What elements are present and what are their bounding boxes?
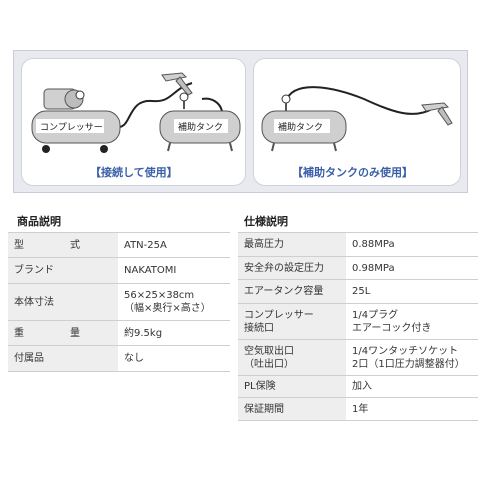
dimension-value: 56×25×38cm (124, 290, 195, 301)
table-row: 重 量 約9.5kg (8, 320, 230, 346)
row-value: 約9.5kg (118, 320, 230, 346)
table-row: 付属品 なし (8, 345, 230, 372)
dimension-note: （幅×奥行×高さ） (124, 303, 211, 314)
tank-only-illustration: 補助タンク (261, 86, 453, 152)
wheel-icon (42, 145, 50, 153)
table-row: エアータンク容量 25L (238, 279, 478, 304)
product-section-title: 商品説明 (17, 215, 61, 228)
table-row: 本体寸法 56×25×38cm （幅×奥行×高さ） (8, 283, 230, 321)
row-value: 25L (346, 279, 478, 304)
wheel-icon (100, 145, 108, 153)
row-key: 安全弁の設定圧力 (238, 256, 346, 280)
label-bg (274, 119, 330, 133)
row-key: 最高圧力 (238, 232, 346, 257)
caption-tank-only: 【補助タンクのみ使用】 (292, 166, 413, 179)
row-value: 1/4ワンタッチソケット 2口（1口圧力調整器付） (346, 339, 478, 376)
panel-tank-only: 補助タンク 【補助タンクのみ使用】 (253, 58, 461, 186)
row-value: なし (118, 345, 230, 372)
table-row: 型 式 ATN-25A (8, 232, 230, 258)
row-value: ATN-25A (118, 232, 230, 258)
row-key: エアータンク容量 (238, 279, 346, 304)
row-value: 1年 (346, 397, 478, 421)
row-key: ブランド (8, 257, 118, 284)
aux-tank-label: 補助タンク (178, 121, 223, 133)
row-key: 保証期間 (238, 397, 346, 421)
gauge-icon (281, 94, 291, 104)
aux-tank-label: 補助タンク (278, 121, 323, 133)
row-key: 型 式 (8, 232, 118, 258)
table-row: 安全弁の設定圧力 0.98MPa (238, 256, 478, 280)
row-key: 重 量 (8, 320, 118, 346)
table-row: ブランド NAKATOMI (8, 257, 230, 284)
tank-leg (229, 142, 233, 152)
air-gun-icon (421, 102, 450, 112)
row-key: 空気取出口 （吐出口） (238, 339, 346, 376)
tank-leg (271, 142, 275, 152)
air-gun-grip (175, 76, 193, 96)
hose-line (285, 86, 433, 115)
table-row: 空気取出口 （吐出口） 1/4ワンタッチソケット 2口（1口圧力調整器付） (238, 339, 478, 376)
table-row: 最高圧力 0.88MPa (238, 232, 478, 257)
row-key: 付属品 (8, 345, 118, 372)
tank-leg (167, 142, 171, 152)
gauge-icon (179, 92, 189, 102)
gauge-icon (75, 90, 85, 100)
compressor-label: コンプレッサー (40, 122, 103, 133)
tank-leg (333, 142, 337, 152)
table-row: 保証期間 1年 (238, 397, 478, 421)
hose-line (116, 82, 193, 129)
table-row: PL保険 加入 (238, 375, 478, 398)
air-gun-grip (437, 106, 453, 126)
spec-section-title: 仕様説明 (244, 215, 288, 228)
hose-line (201, 97, 223, 112)
caption-connected: 【接続して使用】 (90, 166, 178, 179)
panel-connected-use: コンプレッサー 補助タンク 【接続して使用】 (21, 58, 246, 186)
product-table: 型 式 ATN-25A ブランド NAKATOMI 本体寸法 56×25×38c… (8, 232, 230, 372)
row-value: 56×25×38cm （幅×奥行×高さ） (118, 283, 230, 321)
row-key: PL保険 (238, 375, 346, 398)
label-bg (36, 119, 104, 133)
spec-table: 最高圧力 0.88MPa 安全弁の設定圧力 0.98MPa エアータンク容量 2… (238, 232, 478, 421)
row-value: 0.98MPa (346, 256, 478, 280)
row-value: NAKATOMI (118, 257, 230, 284)
air-gun-icon (161, 72, 188, 82)
row-key: 本体寸法 (8, 283, 118, 321)
connected-illustration: コンプレッサー 補助タンク (31, 72, 241, 153)
label-bg (174, 119, 228, 133)
table-row: コンプレッサー 接続口 1/4プラグ エアーコック付き (238, 303, 478, 340)
row-key: コンプレッサー 接続口 (238, 303, 346, 340)
row-value: 加入 (346, 375, 478, 398)
row-value: 0.88MPa (346, 232, 478, 257)
row-value: 1/4プラグ エアーコック付き (346, 303, 478, 340)
